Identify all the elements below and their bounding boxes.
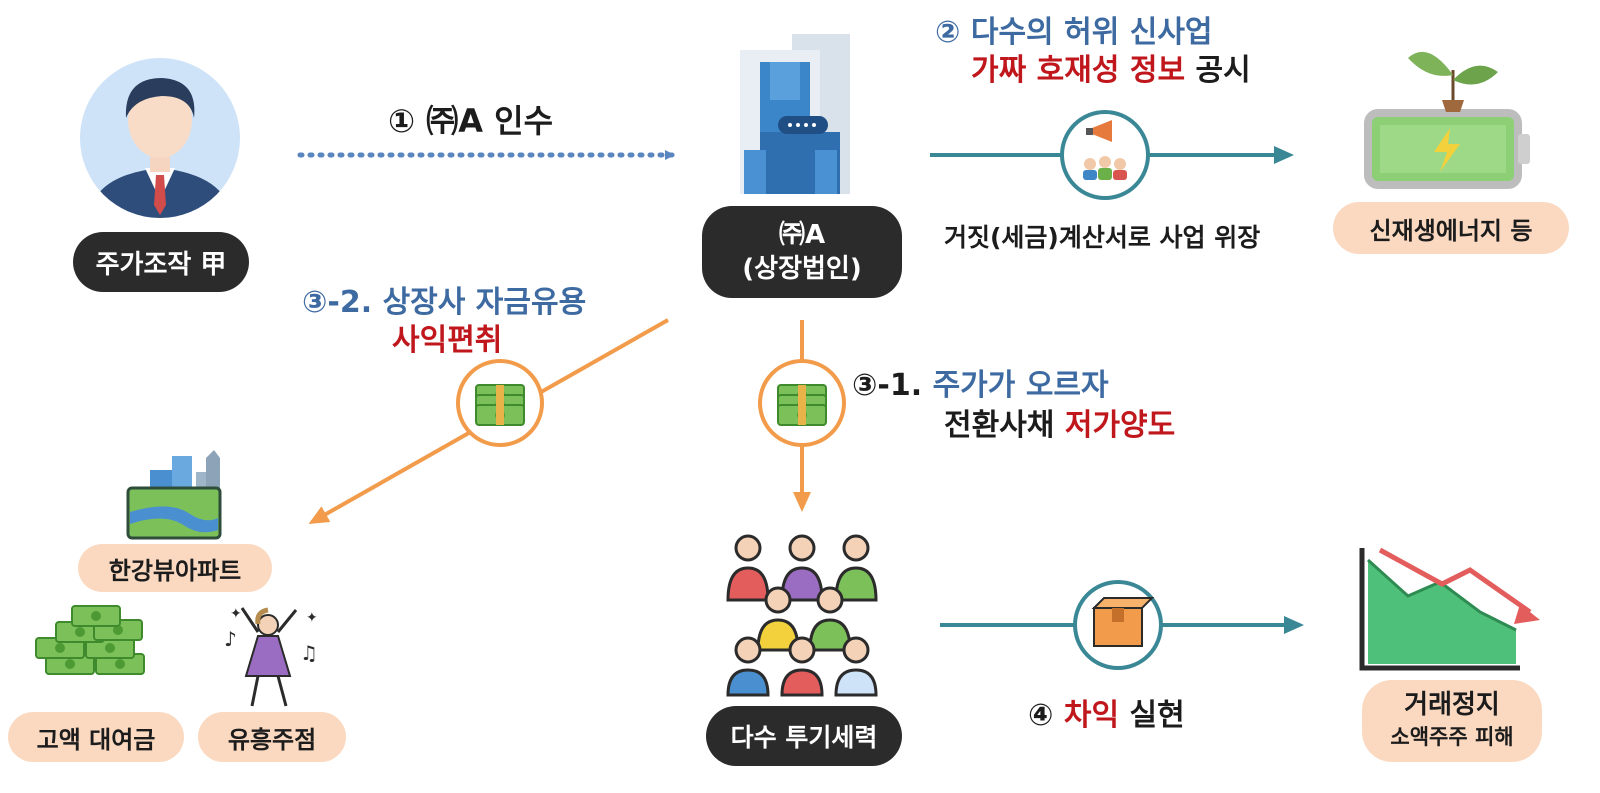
- suspension-line2: 소액주주 피해: [1390, 725, 1514, 749]
- actor-label-text: 주가조작 甲: [95, 249, 227, 280]
- cash-pile-icon: [35, 605, 145, 675]
- dancer-icon: ♪ ♫ ✦ ✦: [224, 606, 318, 707]
- svg-text:♫: ♫: [300, 641, 318, 665]
- company-type: (상장법인): [742, 254, 862, 284]
- disguise-label: 거짓(세금)계산서로 사업 위장: [944, 223, 1261, 252]
- city-river-icon: [126, 450, 222, 540]
- speculators-label-text: 다수 투기세력: [730, 723, 878, 752]
- step3-1-prefix: ③-1.: [852, 368, 933, 403]
- megaphone-crowd-icon: [1060, 110, 1150, 200]
- step3-1-cheap-transfer: 저가양도: [1064, 408, 1176, 443]
- actor-label: 주가조작 甲: [73, 232, 249, 292]
- step3-2-label: ③-2. 상장사 자금유용 사익편취: [302, 284, 586, 360]
- step2-label: ② 다수의 허위 신사업 가짜 호재성 정보 공시: [935, 14, 1251, 90]
- suspension-line1: 거래정지: [1404, 690, 1500, 720]
- speculators-label: 다수 투기세력: [706, 706, 902, 766]
- step3-2-line1: ③-2. 상장사 자금유용: [302, 285, 587, 320]
- step2-line1: ② 다수의 허위 신사업: [935, 15, 1213, 50]
- step3-1-bond: 전환사채: [944, 408, 1065, 443]
- step2-line2: 가짜 호재성 정보 공시: [935, 52, 1251, 90]
- bar-label-text: 유흥주점: [227, 725, 317, 754]
- step4-label: ④ 차익 실현: [1028, 690, 1185, 734]
- suspension-label: 거래정지 소액주주 피해: [1362, 680, 1542, 762]
- step3-1-line1: ③-1. 주가가 오르자: [852, 366, 1175, 406]
- step4-suffix: 실현: [1119, 698, 1185, 733]
- step2-fake-info: 가짜 호재성 정보: [971, 53, 1186, 88]
- money-stack-icon: [456, 359, 544, 447]
- svg-text:♪: ♪: [224, 627, 237, 651]
- svg-text:✦: ✦: [306, 610, 318, 626]
- package-icon: [1073, 580, 1163, 670]
- company-name: ㈜A: [778, 220, 826, 250]
- loan-label: 고액 대여금: [8, 712, 184, 762]
- office-building-icon: [740, 34, 850, 194]
- step4-prefix: ④: [1028, 698, 1064, 733]
- step3-2-line2: 사익편취: [392, 323, 503, 358]
- svg-text:✦: ✦: [230, 606, 242, 622]
- step2-disclosure: 공시: [1185, 53, 1251, 88]
- step4-profit: 차익: [1063, 698, 1120, 733]
- renewable-label-text: 신재생에너지 등: [1369, 216, 1533, 245]
- company-label: ㈜A (상장법인): [702, 206, 902, 298]
- apartment-label-text: 한강뷰아파트: [108, 556, 242, 585]
- bar-label: 유흥주점: [198, 712, 346, 762]
- apartment-label: 한강뷰아파트: [78, 544, 272, 592]
- renewable-label: 신재생에너지 등: [1333, 202, 1569, 254]
- step3-1-price-rise: 주가가 오르자: [932, 368, 1109, 403]
- crowd-icon: [726, 534, 878, 697]
- loan-label-text: 고액 대여금: [36, 725, 156, 754]
- money-stack-icon: [758, 359, 846, 447]
- step1-label: ① ㈜A 인수: [388, 102, 554, 140]
- battery-sprout-icon: [1364, 51, 1530, 189]
- step3-1-label: ③-1. 주가가 오르자 전환사채 저가양도: [852, 366, 1175, 446]
- step3-1-line2: 전환사채 저가양도: [852, 406, 1175, 446]
- falling-chart-icon: [1359, 547, 1540, 671]
- businessman-icon: [80, 58, 240, 218]
